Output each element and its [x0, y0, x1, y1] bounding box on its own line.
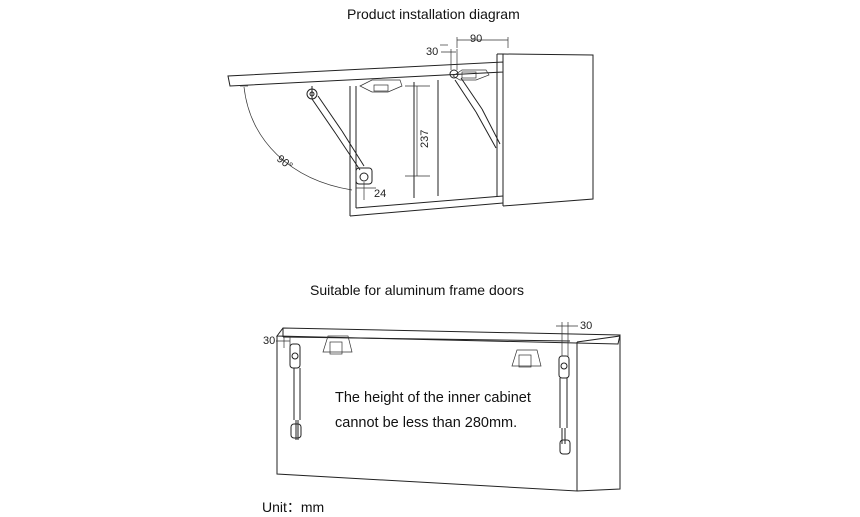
- dim-angle: 90°: [274, 153, 295, 173]
- bottom-dimensions: 30 30: [263, 320, 592, 356]
- gas-strut-icon: [289, 343, 571, 455]
- dim-30-right: 30: [580, 320, 592, 332]
- hinge-icon: [322, 335, 542, 368]
- top-cabinet: [227, 53, 594, 217]
- unit-label: Unit：mm: [262, 499, 325, 515]
- top-diagram-title: Product installation diagram: [347, 6, 520, 22]
- dim-30-left: 30: [263, 335, 275, 347]
- bottom-cabinet: [276, 327, 621, 492]
- note-line-1: The height of the inner cabinet: [335, 390, 531, 406]
- top-dimensions: 30 90 237 24 90°: [240, 33, 509, 200]
- dim-90: 90: [470, 33, 482, 45]
- hinge-icon: [359, 69, 490, 93]
- dim-30-top: 30: [426, 46, 438, 58]
- gas-strut-icon: [306, 69, 501, 185]
- bottom-diagram-title: Suitable for aluminum frame doors: [310, 282, 524, 298]
- dim-24: 24: [374, 188, 386, 200]
- note-line-2: cannot be less than 280mm.: [335, 415, 518, 431]
- dim-237: 237: [419, 130, 431, 148]
